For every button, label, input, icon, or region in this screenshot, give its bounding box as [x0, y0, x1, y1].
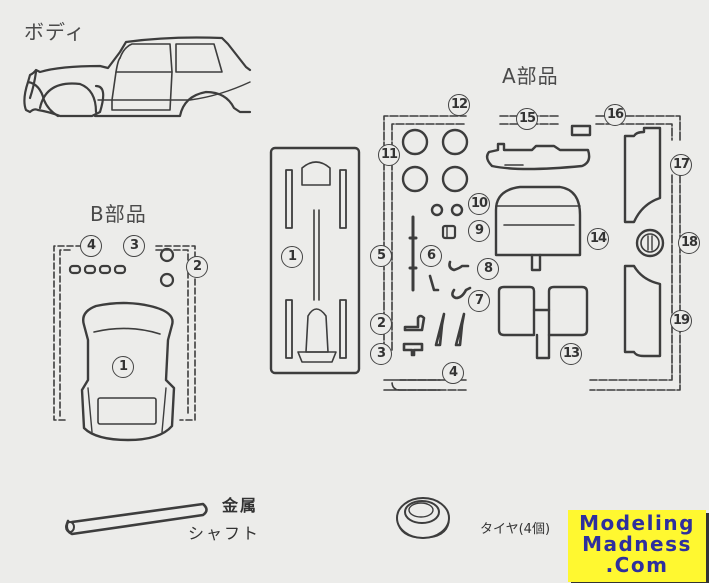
a-part-number-10: 10: [468, 193, 490, 215]
a-part-number-16: 16: [604, 104, 626, 126]
a-part-number-3: 3: [370, 343, 392, 365]
a-part-6-7-8-small: [428, 260, 472, 300]
modeling-madness-logo: Modeling Madness .Com: [568, 510, 706, 582]
a-part-number-17: 17: [670, 154, 692, 176]
body-section-title: ボディ: [24, 20, 86, 44]
logo-line-1: Modeling: [579, 511, 695, 535]
a-part-5-column: [408, 215, 418, 292]
a-part-number-14: 14: [587, 228, 609, 250]
a-part-13-rear-seat: [497, 285, 589, 360]
a-part-15-dashboard: [485, 124, 592, 171]
b-part-number-2: 2: [186, 256, 208, 278]
a-part-number-19: 19: [670, 310, 692, 332]
a-part-number-4: 4: [442, 362, 464, 384]
a-part-number-18: 18: [678, 232, 700, 254]
a-part-number-5: 5: [370, 245, 392, 267]
b-part-number-4: 4: [80, 235, 102, 257]
tire-label: タイヤ(4個): [480, 522, 551, 537]
b-part-number-1: 1: [112, 356, 134, 378]
b-part-1-interior: [80, 301, 176, 442]
a-part-number-2: 2: [370, 313, 392, 335]
b-part-number-3: 3: [123, 235, 145, 257]
metal-shaft-drawing: [65, 502, 208, 536]
a-part-number-13: 13: [560, 343, 582, 365]
a-part-number-8: 8: [477, 258, 499, 280]
car-body-side-view: [23, 36, 252, 118]
a-parts-title: A部品: [502, 64, 559, 88]
a-part-number-9: 9: [468, 220, 490, 242]
shaft-label-shaft: シャフト: [188, 524, 261, 543]
a-part-number-11: 11: [378, 144, 400, 166]
a-part-number-12: 12: [448, 94, 470, 116]
b-parts-title: B部品: [90, 202, 147, 226]
logo-line-2: Madness: [582, 532, 692, 556]
a-part-1-chassis: [269, 146, 361, 375]
shaft-label-metal: 金属: [222, 496, 259, 515]
b-parts-small-pieces: [68, 247, 175, 288]
a-part-wheels: [401, 128, 469, 217]
a-part-9-10-small: [441, 224, 457, 240]
a-part-number-7: 7: [468, 290, 490, 312]
a-part-number-15: 15: [516, 108, 538, 130]
a-part-number-1: 1: [281, 246, 303, 268]
a-part-number-6: 6: [420, 245, 442, 267]
a-part-17-19-panels: [623, 126, 665, 358]
logo-line-3: .Com: [605, 553, 669, 577]
a-part-14-seat: [494, 185, 582, 272]
a-part-2-3-4-pieces: [402, 312, 466, 357]
tire-drawing: [396, 497, 450, 539]
